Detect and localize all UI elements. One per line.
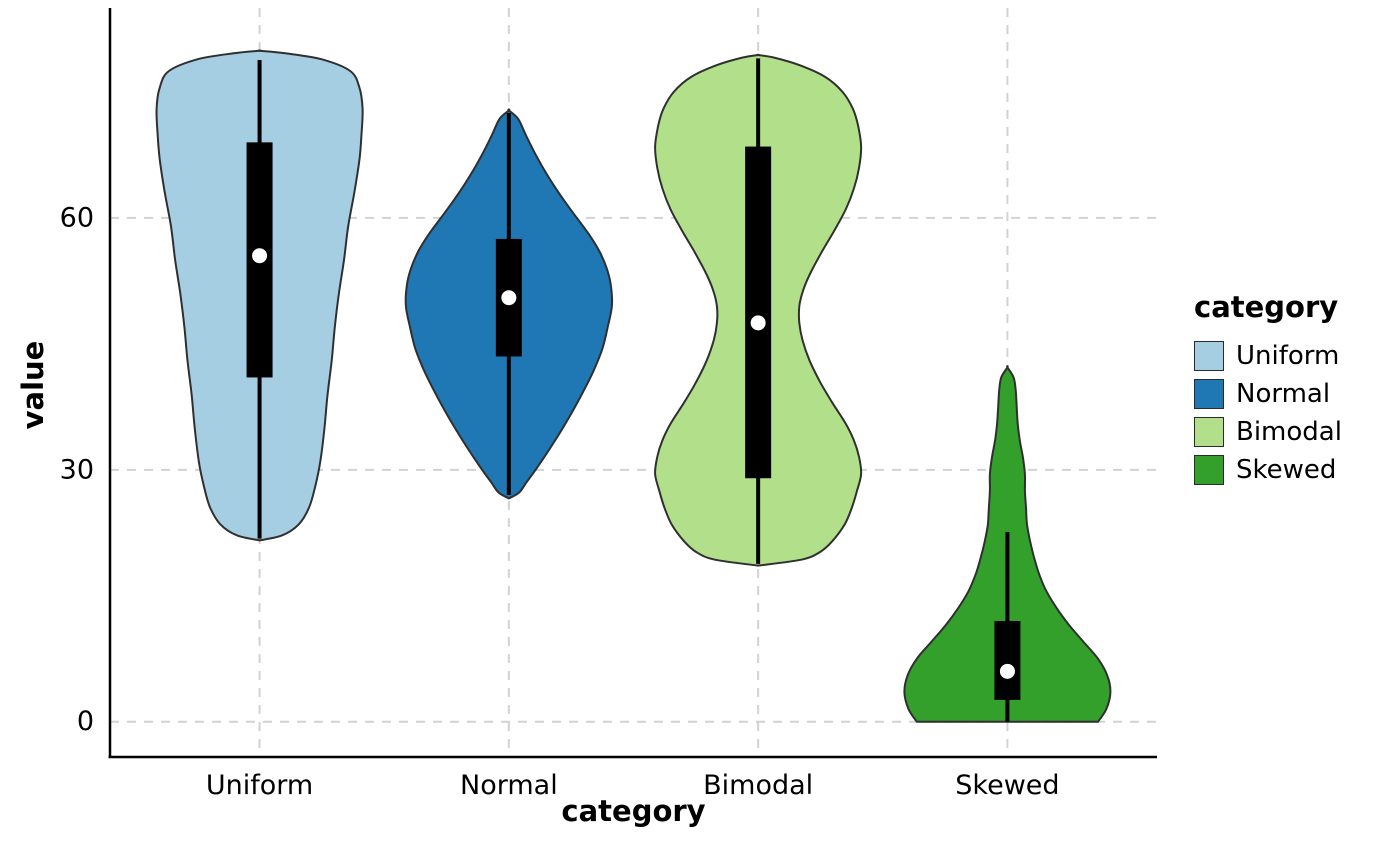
legend-label: Bimodal: [1236, 417, 1342, 447]
legend-swatch-normal: [1194, 379, 1224, 409]
legend-item-skewed: Skewed: [1194, 451, 1342, 489]
legend-swatch-skewed: [1194, 455, 1224, 485]
legend-item-normal: Normal: [1194, 375, 1342, 413]
y-axis-title: value: [16, 340, 50, 430]
x-axis-title: category: [561, 794, 706, 828]
y-tick-label: 60: [60, 202, 94, 233]
median-dot-bimodal: [750, 315, 766, 331]
x-tick-label-normal: Normal: [460, 770, 558, 801]
median-dot-uniform: [252, 248, 268, 264]
x-tick-label-uniform: Uniform: [206, 770, 313, 801]
legend-label: Skewed: [1236, 455, 1337, 485]
y-tick-label: 30: [60, 454, 94, 485]
legend-swatch-bimodal: [1194, 417, 1224, 447]
median-dot-normal: [501, 290, 517, 306]
x-tick-label-skewed: Skewed: [955, 770, 1059, 801]
box-skewed: [994, 620, 1021, 700]
legend-item-bimodal: Bimodal: [1194, 413, 1342, 451]
legend-title: category: [1194, 290, 1339, 324]
legend-swatch-uniform: [1194, 341, 1224, 371]
box-bimodal: [745, 146, 772, 479]
x-tick-label-bimodal: Bimodal: [703, 770, 813, 801]
y-tick-label: 0: [77, 706, 94, 737]
legend-label: Uniform: [1236, 341, 1340, 371]
legend-label: Normal: [1236, 379, 1331, 409]
median-dot-skewed: [999, 663, 1015, 679]
legend-item-uniform: Uniform: [1194, 337, 1342, 375]
